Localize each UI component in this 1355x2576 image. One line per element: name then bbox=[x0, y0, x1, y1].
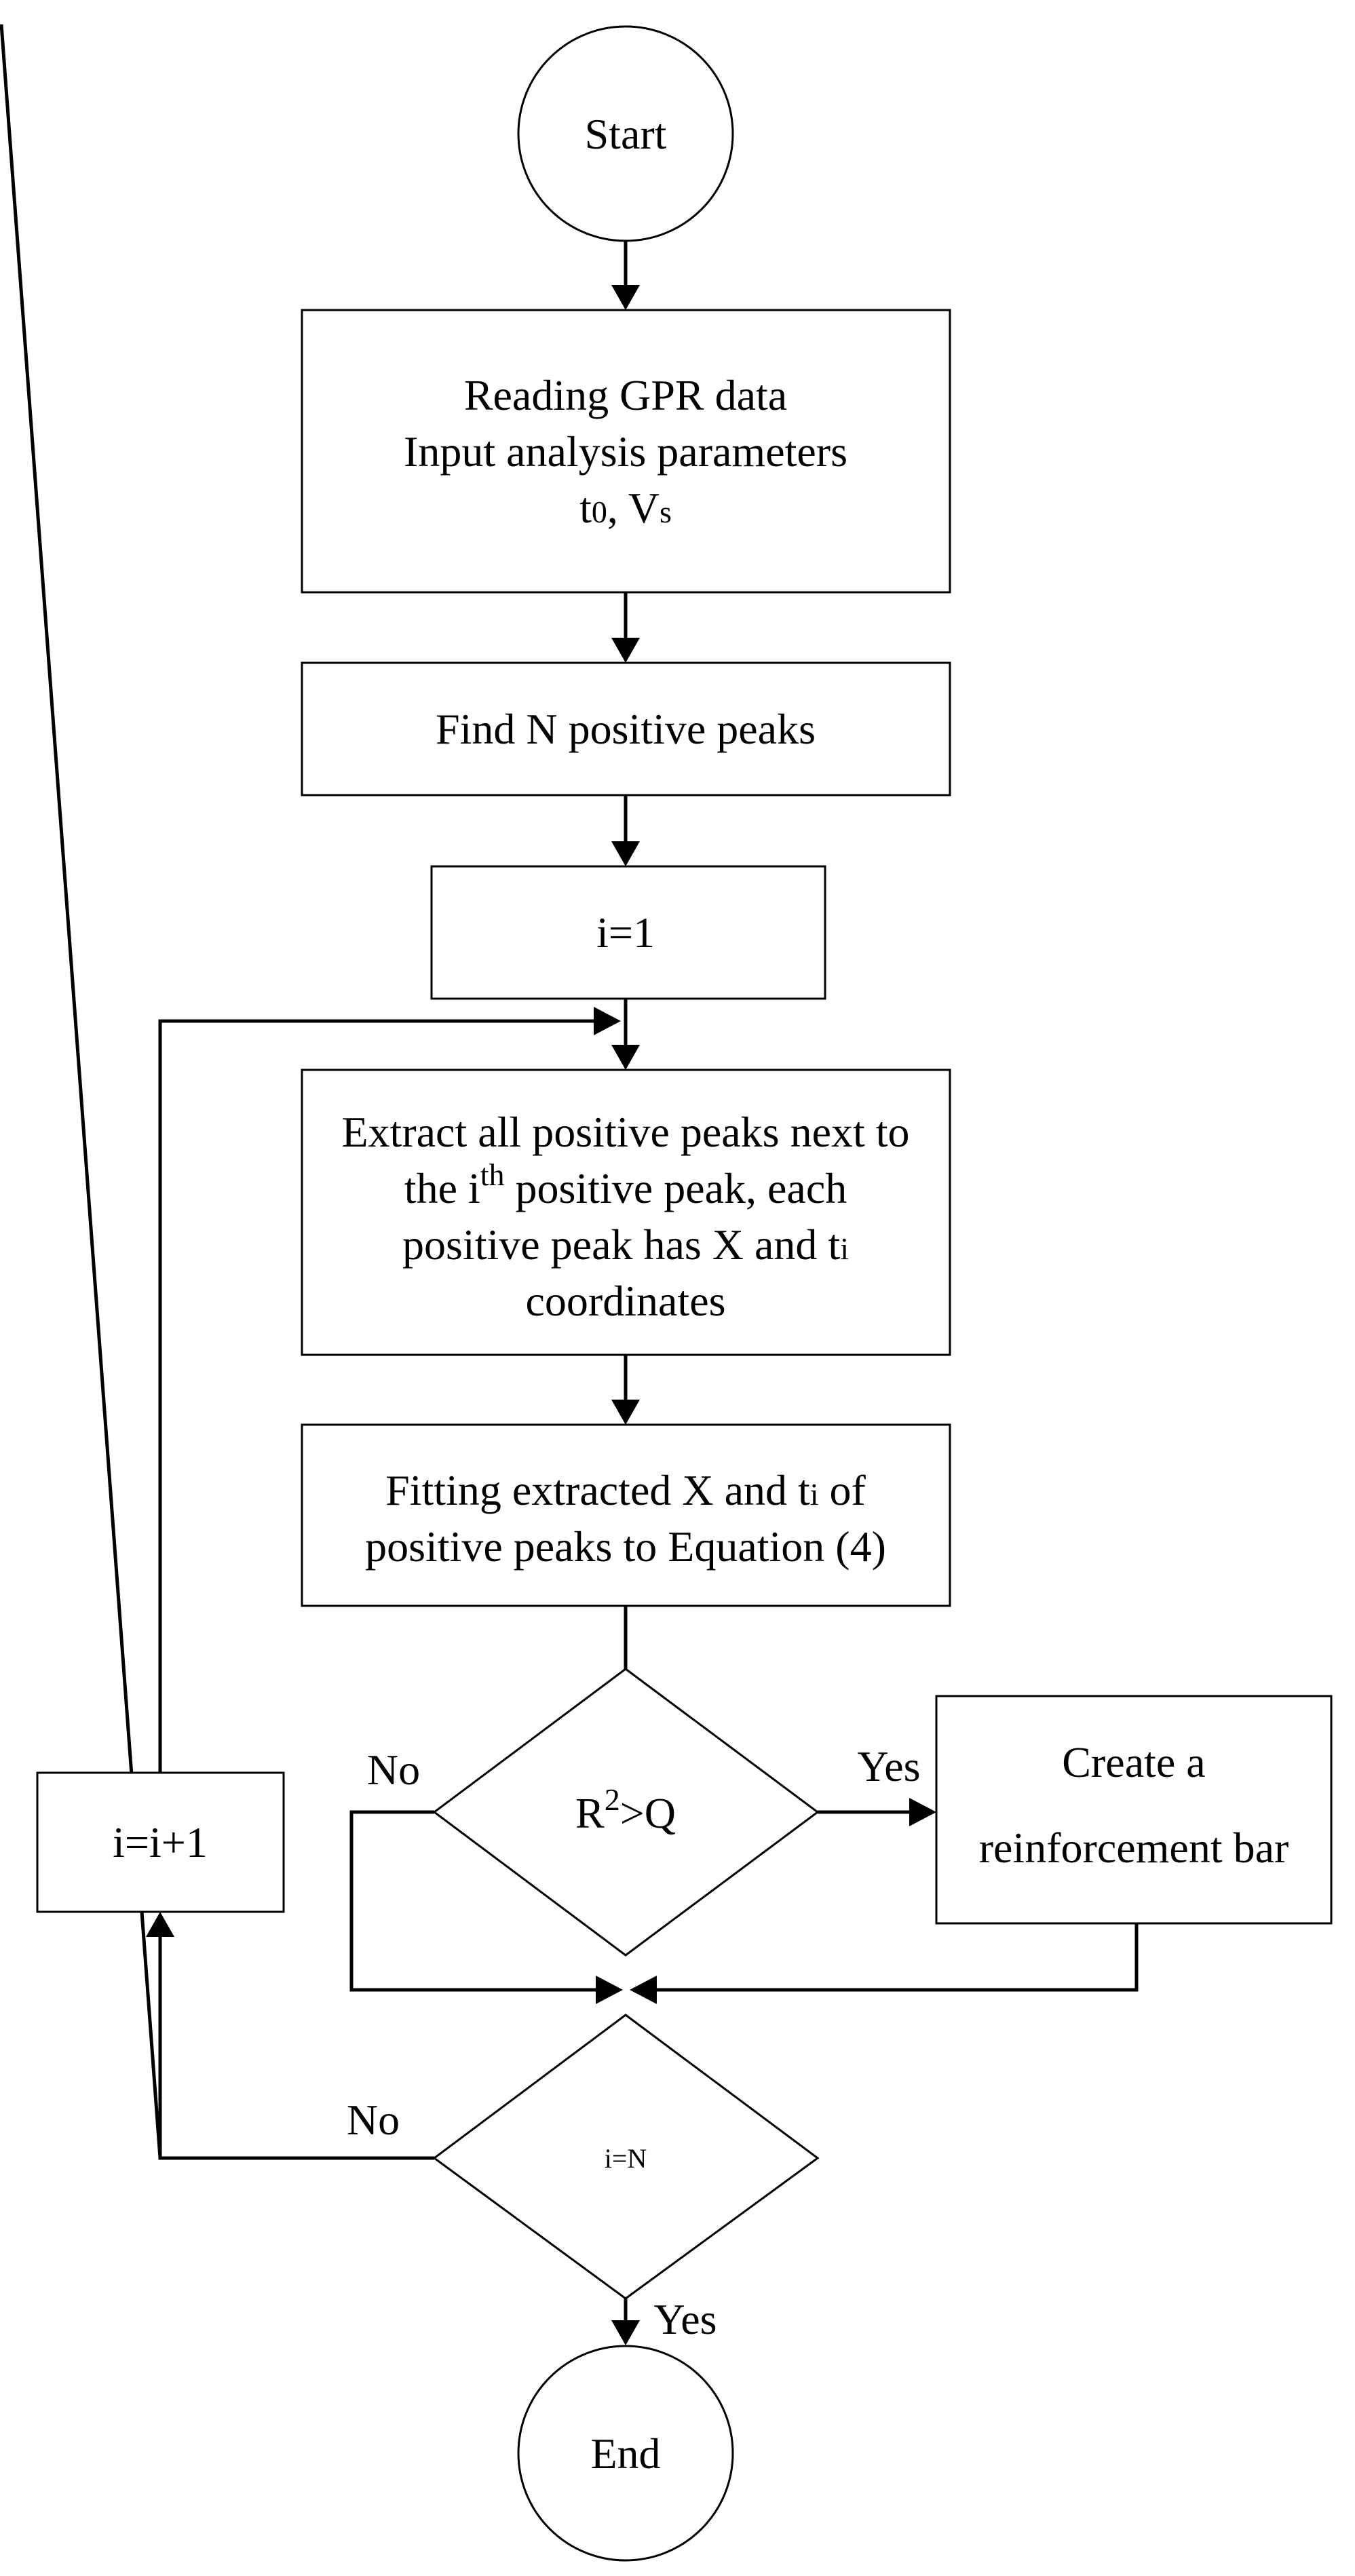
end-terminal bbox=[517, 2345, 734, 2562]
end-label: End bbox=[590, 2429, 660, 2478]
edge-label-n-no: No bbox=[347, 2096, 400, 2144]
extract-line-1: Extract all positive peaks next to bbox=[341, 1108, 909, 1156]
t0-base: t bbox=[579, 484, 592, 532]
extract-line-2-post: positive peak, each bbox=[505, 1164, 847, 1212]
create-bar-line-2: reinforcement bar bbox=[979, 1824, 1289, 1872]
decision-r2-sup: 2 bbox=[605, 1782, 620, 1817]
node-decision-n: i=N bbox=[432, 2014, 820, 2300]
decision-r2-diamond bbox=[432, 1668, 820, 1957]
arrowhead-fit bbox=[611, 1400, 640, 1425]
node-fit: Fitting extracted X and ti of positive p… bbox=[301, 1423, 951, 1607]
edge-labels: Yes No No Yes bbox=[347, 1742, 921, 2343]
node-decision-r2: R2>Q bbox=[432, 1668, 820, 1957]
arrowhead-merge-left bbox=[596, 1976, 623, 2004]
extract-line-2-sup: th bbox=[480, 1157, 505, 1192]
vs-base: , V bbox=[607, 484, 660, 532]
fit-line-1: Fitting extracted X and ti of bbox=[385, 1466, 866, 1514]
node-extract: Extract all positive peaks next to the i… bbox=[301, 1069, 951, 1356]
fit-line-2: positive peaks to Equation (4) bbox=[365, 1522, 886, 1571]
arrowhead-loop bbox=[594, 1007, 621, 1035]
t0-subscript: 0 bbox=[592, 495, 607, 529]
fit-line-1-pre: Fitting extracted X and t bbox=[385, 1466, 810, 1514]
read-data-line-2: Input analysis parameters bbox=[404, 427, 847, 476]
extract-line-3-sub: i bbox=[840, 1231, 849, 1266]
node-read-data: Reading GPR data Input analysis paramete… bbox=[301, 309, 951, 594]
extract-line-3: positive peak has X and ti bbox=[402, 1220, 849, 1269]
find-peaks-label: Find N positive peaks bbox=[436, 705, 816, 753]
find-peaks-box bbox=[301, 661, 951, 796]
connector-increment-loop bbox=[158, 1019, 594, 1773]
arrowhead-find bbox=[611, 638, 640, 663]
start-label: Start bbox=[585, 110, 667, 158]
fit-line-1-sub: i bbox=[810, 1477, 819, 1512]
read-data-box bbox=[301, 309, 951, 594]
init-box bbox=[430, 865, 826, 1000]
fit-box bbox=[301, 1423, 951, 1607]
edge-label-r2-yes: Yes bbox=[857, 1742, 920, 1790]
arrowhead-extract bbox=[611, 1045, 640, 1070]
create-bar-box bbox=[935, 1695, 1333, 1925]
node-increment: i=i+1 bbox=[36, 1771, 285, 1913]
arrowhead-merge-right bbox=[630, 1976, 657, 2004]
extract-line-2-pre: the i bbox=[404, 1164, 480, 1212]
arrowhead-end bbox=[611, 2320, 640, 2345]
decision-r2-base: R bbox=[575, 1789, 605, 1837]
start-terminal bbox=[517, 25, 734, 242]
arrowhead-read bbox=[611, 285, 640, 310]
decision-r2-label: R2>Q bbox=[575, 1782, 676, 1837]
arrowhead-init bbox=[611, 841, 640, 866]
edge-label-n-yes: Yes bbox=[653, 2295, 717, 2343]
extract-line-3-pre: positive peak has X and t bbox=[402, 1220, 840, 1269]
connectors bbox=[0, 24, 1139, 2345]
fit-line-1-post: of bbox=[819, 1466, 866, 1514]
extract-line-4: coordinates bbox=[526, 1277, 726, 1325]
connector-r2-no bbox=[349, 1810, 596, 1992]
extract-line-2: the ith positive peak, each bbox=[404, 1157, 847, 1212]
init-label: i=1 bbox=[596, 908, 655, 957]
node-end: End bbox=[517, 2345, 734, 2562]
read-data-line-1: Reading GPR data bbox=[464, 371, 787, 419]
create-bar-line-1: Create a bbox=[1062, 1738, 1205, 1786]
read-data-line-3: t0, Vs bbox=[579, 484, 672, 532]
vs-subscript: s bbox=[660, 495, 672, 529]
extract-box bbox=[301, 1069, 951, 1356]
increment-label: i=i+1 bbox=[113, 1818, 208, 1866]
node-init: i=1 bbox=[430, 865, 826, 1000]
node-find-peaks: Find N positive peaks bbox=[301, 661, 951, 796]
connector-n-no-to-increment bbox=[158, 1937, 434, 2160]
edge-label-r2-no: No bbox=[367, 1746, 420, 1794]
arrowhead-create-bar bbox=[909, 1798, 936, 1826]
decision-n-label: i=N bbox=[605, 2143, 647, 2174]
increment-box bbox=[36, 1771, 285, 1913]
arrowhead-increment bbox=[146, 1912, 174, 1937]
decision-r2-post: >Q bbox=[620, 1789, 676, 1837]
connector-create-to-merge bbox=[657, 1923, 1139, 1992]
node-start: Start bbox=[517, 25, 734, 242]
decision-n-diamond bbox=[432, 2014, 820, 2300]
node-create-bar: Create a reinforcement bar bbox=[935, 1695, 1333, 1925]
